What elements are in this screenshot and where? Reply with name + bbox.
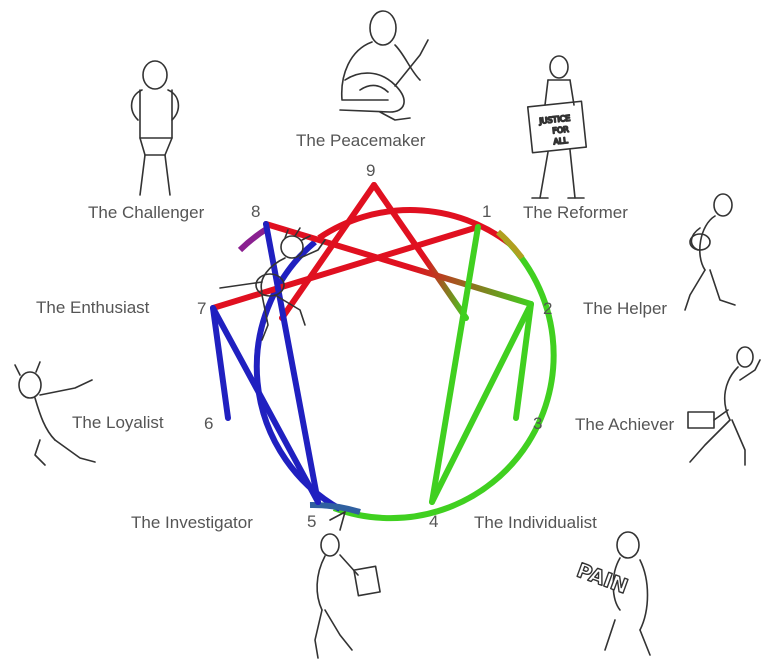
line-1-7	[210, 224, 481, 311]
line-2-4	[429, 301, 534, 505]
peacemaker-sketch	[339, 10, 429, 121]
number-6: 6	[204, 414, 213, 433]
label-the-reformer: The Reformer	[523, 203, 628, 222]
type-numbers: 9 1 2 3 4 5 6 7 8	[197, 161, 552, 531]
number-5: 5	[307, 512, 316, 531]
label-the-achiever: The Achiever	[575, 415, 675, 434]
challenger-sketch	[130, 60, 180, 196]
line-6-7	[210, 305, 231, 421]
line-8-2	[263, 221, 534, 307]
line-2-3	[513, 301, 534, 421]
investigator-sketch	[314, 511, 381, 659]
label-the-investigator: The Investigator	[131, 513, 253, 532]
reformer-sketch: JUSTICE FOR ALL	[526, 55, 588, 199]
sign-text-line-3: ALL	[553, 136, 569, 147]
individualist-sketch: PAIN	[573, 531, 651, 656]
book-icon	[353, 565, 381, 597]
line-7-5	[210, 305, 321, 505]
achiever-sketch	[687, 346, 761, 466]
circle-arc-heart	[332, 236, 557, 522]
line-9-3	[279, 182, 377, 321]
sign-text-line-2: FOR	[552, 125, 570, 136]
line-9-6	[371, 182, 469, 321]
protest-sign-icon	[526, 100, 588, 154]
number-8: 8	[251, 202, 260, 221]
label-the-helper: The Helper	[583, 299, 667, 318]
pain-text: PAIN	[574, 558, 632, 599]
label-the-enthusiast: The Enthusiast	[36, 298, 150, 317]
label-the-challenger: The Challenger	[88, 203, 205, 222]
label-the-loyalist: The Loyalist	[72, 413, 164, 432]
helper-sketch	[684, 193, 736, 311]
number-3: 3	[533, 414, 542, 433]
circle-arc-gut	[317, 207, 512, 247]
enthusiast-sketch	[219, 227, 326, 341]
enneagram-lines	[210, 182, 534, 505]
circle-arc-blend-top-left	[237, 225, 270, 253]
label-the-individualist: The Individualist	[474, 513, 597, 532]
circle-arc-blend-top-right	[495, 229, 525, 260]
number-4: 4	[429, 512, 438, 531]
sign-text-line-1: JUSTICE	[538, 114, 571, 126]
number-2: 2	[543, 299, 552, 318]
number-9: 9	[366, 161, 375, 180]
label-the-peacemaker: The Peacemaker	[296, 131, 426, 150]
line-5-8	[263, 221, 321, 505]
circle-arc-blend-bottom	[309, 501, 361, 515]
line-1-4	[429, 224, 481, 505]
number-7: 7	[197, 299, 206, 318]
type-names: The Peacemaker The Reformer The Helper T…	[36, 131, 675, 532]
number-1: 1	[482, 202, 491, 221]
loyalist-sketch	[14, 361, 96, 466]
